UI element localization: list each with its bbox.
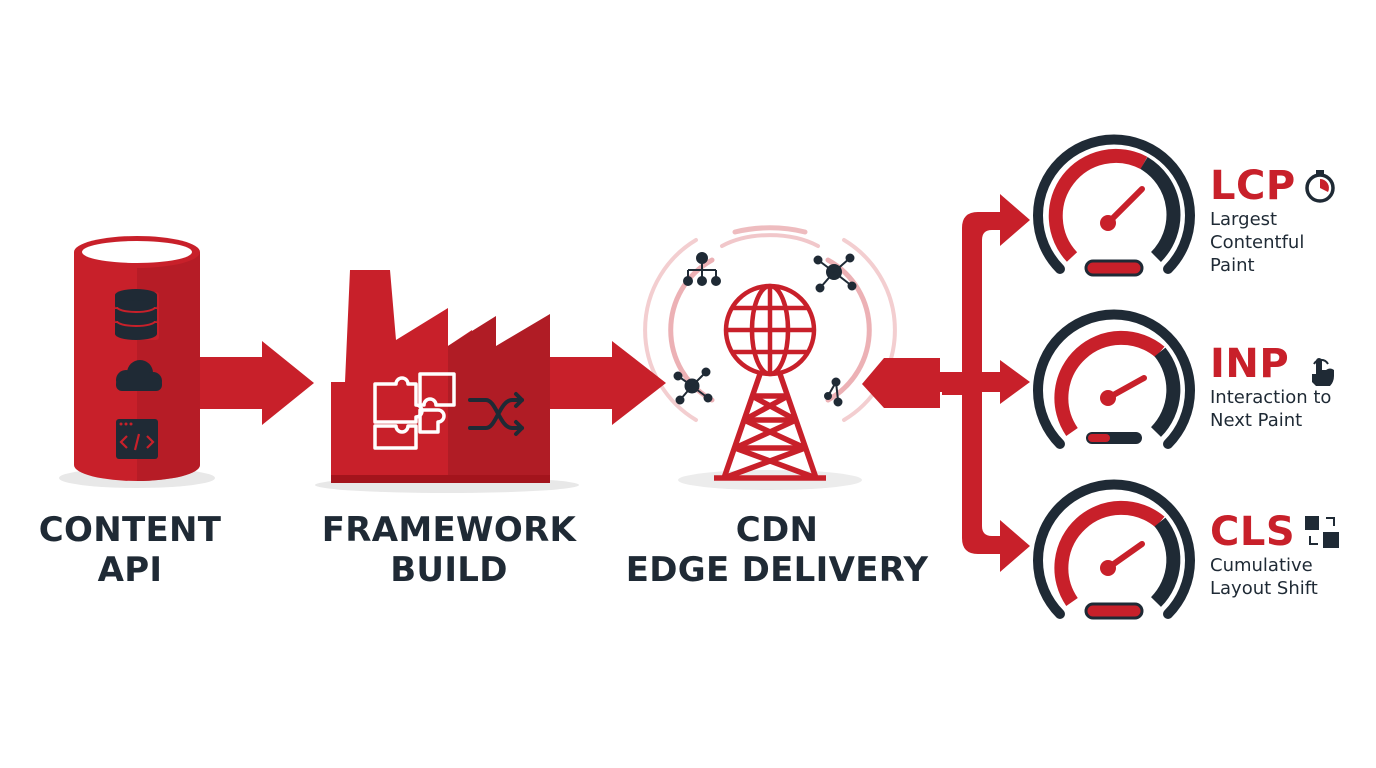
metric-inp: INP Interaction to Next Paint [1210,342,1370,432]
metric-description: Largest Contentful Paint [1210,208,1370,277]
arrow-build-to-cdn [550,341,666,425]
metric-description: Interaction to Next Paint [1210,386,1370,432]
metric-cls: CLS Cumulative Layout Shift [1210,510,1370,600]
stage-label-line: API [97,550,163,590]
metric-desc-line: Paint [1210,255,1255,276]
code-window-icon [116,419,158,459]
stage-label-line: EDGE DELIVERY [625,550,929,590]
tower-lattice [714,373,826,481]
metric-desc-line: Contentful [1210,232,1305,253]
gauge-inp [1033,309,1195,449]
cloud-icon [116,360,162,391]
metric-description: Cumulative Layout Shift [1210,554,1370,600]
stage-label-cdn-edge-delivery: CDN EDGE DELIVERY [622,510,932,590]
network-node-icon [824,377,843,407]
metric-abbr: CLS [1210,509,1296,555]
metric-abbr: LCP [1210,163,1296,209]
metric-abbr: INP [1210,341,1290,387]
metric-desc-line: Layout Shift [1210,578,1318,599]
network-node-icon [813,253,857,293]
cdn-edge-tower [643,225,897,490]
gauge-cls [1033,479,1195,620]
stage-label-line: FRAMEWORK [321,510,577,550]
stage-label-line: CONTENT [38,510,222,550]
content-api-cylinder [59,236,215,488]
stage-label-framework-build: FRAMEWORK BUILD [318,510,580,590]
stage-label-content-api: CONTENT API [30,510,230,590]
branch-arrows [862,194,1030,572]
puzzle-icon [373,372,456,450]
framework-factory [315,270,579,493]
pointer-hand-icon [1312,358,1334,386]
metric-lcp: LCP Largest Contentful Paint [1210,164,1370,277]
metric-desc-line: Largest [1210,209,1278,230]
hierarchy-node-icon [683,252,721,286]
shuffle-icon [468,392,524,436]
arrow-api-to-build [200,341,314,425]
stopwatch-icon [1305,170,1335,203]
metric-desc-line: Interaction to [1210,387,1332,408]
globe-icon [723,283,817,377]
layout-shift-icon [1305,516,1339,548]
metric-desc-line: Next Paint [1210,410,1303,431]
network-node-icon [673,367,713,405]
stage-label-line: CDN [735,510,819,550]
metric-desc-line: Cumulative [1210,555,1313,576]
stage-label-line: BUILD [390,550,508,590]
gauge-lcp [1033,134,1195,277]
database-icon [113,289,159,340]
